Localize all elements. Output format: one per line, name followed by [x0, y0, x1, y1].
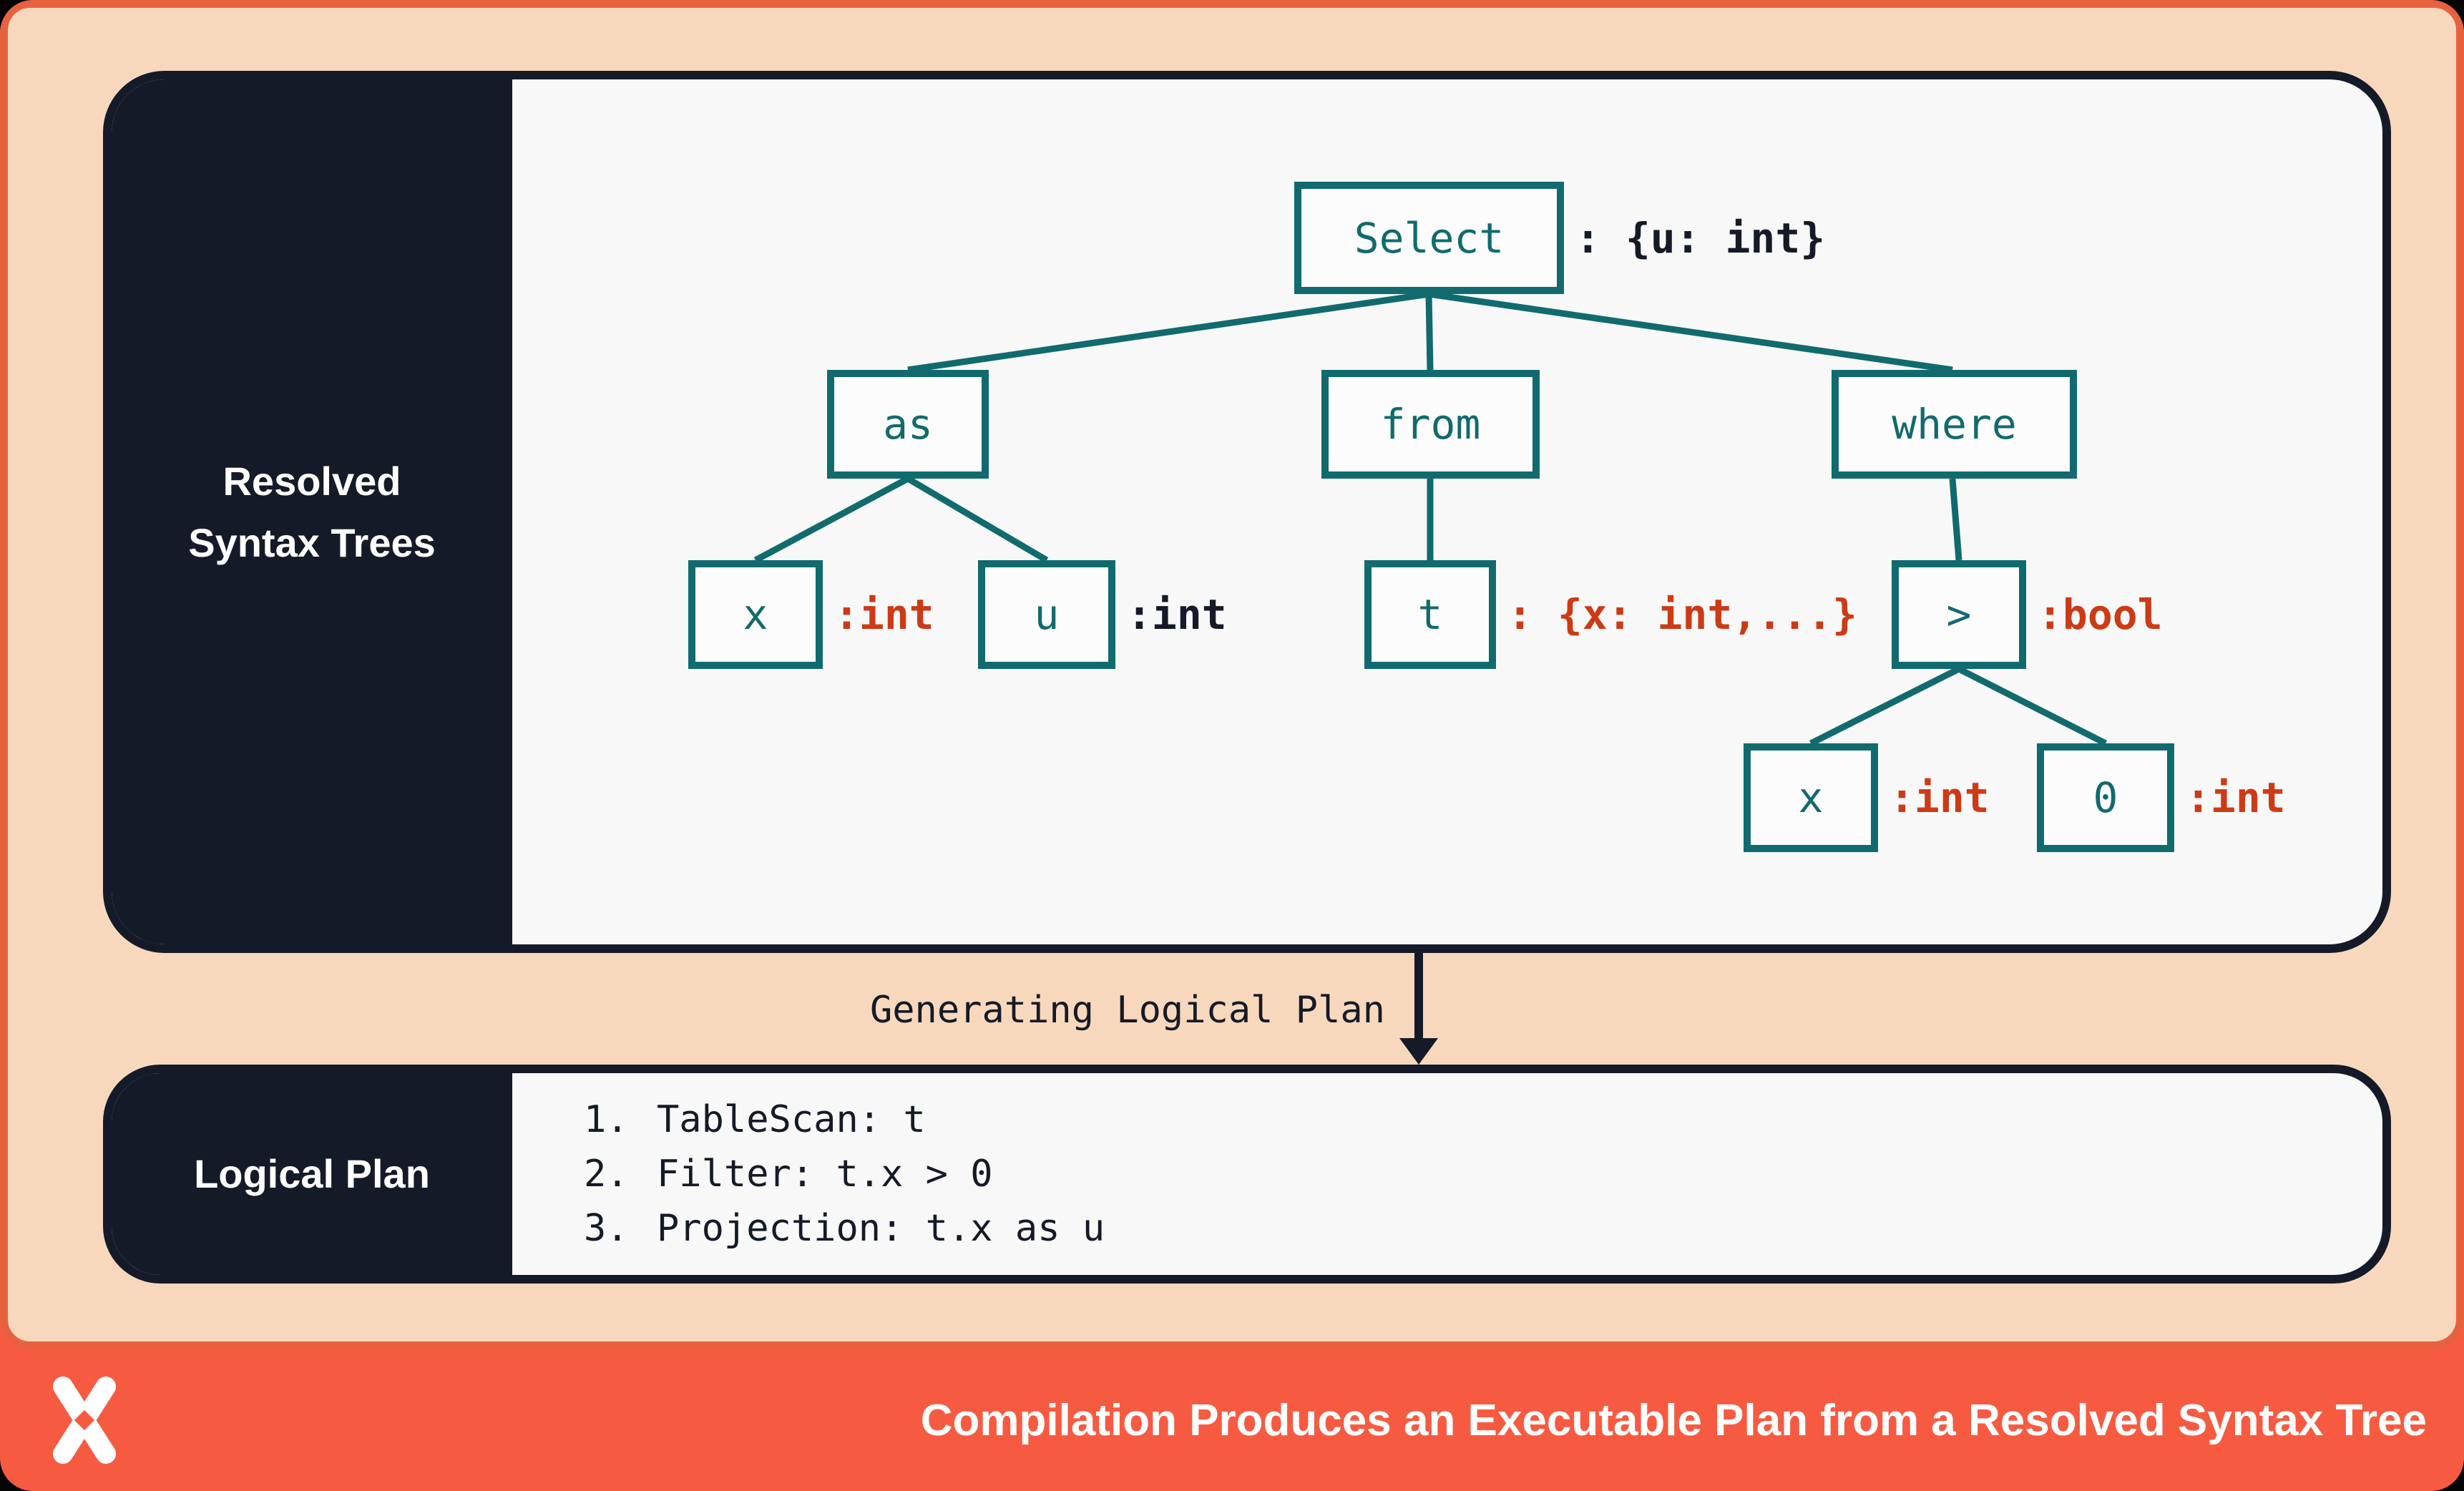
- type-annotation-u: :int: [1127, 590, 1227, 639]
- tree-node-t-label: t: [1417, 590, 1443, 639]
- tree-node-x-alias-label: x: [743, 590, 768, 639]
- tree-node-zero: 0: [2037, 743, 2174, 852]
- resolved-syntax-trees-title: Resolved Syntax Trees: [188, 451, 436, 574]
- type-annotation-zero: :int: [2186, 773, 2286, 822]
- xata-x-logo-icon: [53, 1377, 116, 1464]
- tree-node-u-label: u: [1034, 590, 1060, 639]
- sidebar-title-line2: Syntax Trees: [188, 519, 436, 565]
- type-annotation-greater-than: :bool: [2038, 590, 2163, 639]
- tree-node-x-operand-label: x: [1798, 773, 1824, 822]
- type-annotation-x-alias: :int: [834, 590, 934, 639]
- transition-label: Generating Logical Plan: [869, 989, 1385, 1032]
- type-annotation-t: : {x: int,...}: [1507, 590, 1857, 639]
- tree-node-greater-than: >: [1892, 560, 2026, 669]
- syntax-tree: Select as from where x: [512, 79, 2382, 944]
- tree-node-as: as: [827, 370, 989, 479]
- content-panel: Resolved Syntax Trees: [0, 0, 2464, 1349]
- tree-node-greater-than-label: >: [1946, 590, 1972, 639]
- tree-node-where: where: [1832, 370, 2077, 479]
- type-annotation-select: : {u: int}: [1575, 213, 1826, 263]
- tree-edges-icon: [753, 290, 2108, 747]
- logical-plan-card: Logical Plan 1. TableScan: t 2. Filter: t.…: [103, 1065, 2391, 1284]
- tree-node-from: from: [1321, 370, 1540, 479]
- step-number: 3.: [584, 1207, 629, 1250]
- tree-node-x-alias: x: [688, 560, 823, 669]
- logical-plan-step-1: 1. TableScan: t: [584, 1098, 2354, 1141]
- sidebar-title-line1: Resolved: [223, 458, 401, 504]
- step-text: Projection: t.x as u: [657, 1207, 1105, 1250]
- step-text: Filter: t.x > 0: [657, 1153, 993, 1196]
- tree-node-where-label: where: [1892, 400, 2017, 449]
- footer-bar: Compilation Produces an Executable Plan …: [0, 1349, 2464, 1491]
- tree-node-t: t: [1364, 560, 1496, 669]
- tree-node-u: u: [978, 560, 1115, 669]
- footer-title: Compilation Produces an Executable Plan …: [920, 1395, 2427, 1445]
- resolved-syntax-trees-sidebar: Resolved Syntax Trees: [112, 79, 512, 944]
- step-number: 1.: [584, 1098, 629, 1141]
- logical-plan-step-2: 2. Filter: t.x > 0: [584, 1153, 2354, 1196]
- down-arrow-icon: [1399, 952, 1438, 1065]
- logical-plan-steps: 1. TableScan: t 2. Filter: t.x > 0 3. Proje…: [584, 1073, 2354, 1275]
- logical-plan-sidebar: Logical Plan: [112, 1073, 512, 1275]
- tree-node-select-label: Select: [1354, 213, 1505, 263]
- tree-node-select: Select: [1294, 182, 1564, 294]
- tree-node-zero-label: 0: [2093, 773, 2118, 822]
- type-annotation-x-operand: :int: [1889, 773, 1990, 822]
- step-text: TableScan: t: [657, 1098, 926, 1141]
- logical-plan-step-3: 3. Projection: t.x as u: [584, 1207, 2354, 1250]
- logical-plan-title: Logical Plan: [194, 1151, 430, 1196]
- step-number: 2.: [584, 1153, 629, 1196]
- resolved-syntax-trees-card: Resolved Syntax Trees: [103, 71, 2391, 953]
- tree-node-as-label: as: [883, 400, 933, 449]
- tree-node-from-label: from: [1380, 400, 1481, 449]
- tree-node-x-operand: x: [1744, 743, 1878, 852]
